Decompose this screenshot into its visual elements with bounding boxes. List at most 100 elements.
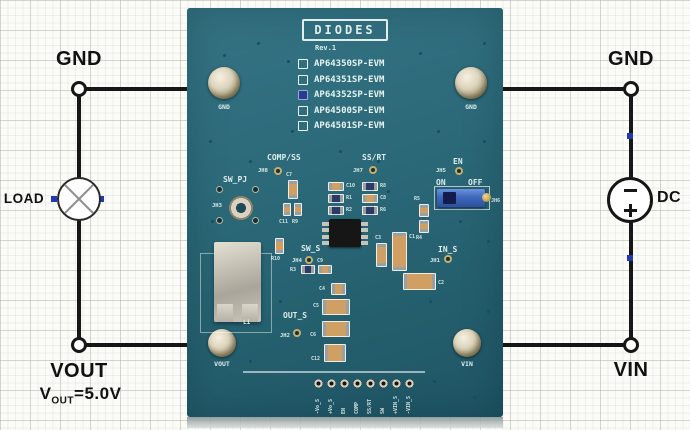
r8-resistor xyxy=(362,182,378,191)
sw-pj-label: SW_PJ xyxy=(223,175,248,184)
vout-value-rest: =5.0V xyxy=(74,384,122,403)
jh6-pin xyxy=(482,193,491,202)
node-vin xyxy=(623,337,639,353)
en-label: EN xyxy=(453,157,463,166)
via-dots xyxy=(187,8,190,11)
c9-label: C9 xyxy=(317,258,324,264)
sw-s-label: SW_S xyxy=(301,244,321,253)
c12-cap xyxy=(324,344,346,362)
r3-label: R3 xyxy=(290,267,297,273)
wire-dc-bottom xyxy=(629,222,633,339)
c1-label: C1 xyxy=(409,234,416,240)
c8-label: C8 xyxy=(380,195,387,201)
pcb-bottom-edge xyxy=(187,417,503,428)
comp-ss-label: COMP/SS xyxy=(267,153,301,162)
vout-value-sub: OUT xyxy=(51,395,75,407)
model-row: AP64351SP-EVM xyxy=(298,73,384,86)
jh5-label: JH5 xyxy=(436,168,446,174)
r9-resistor xyxy=(294,203,302,216)
jh4-hole xyxy=(305,256,313,264)
header-pin-label: EN xyxy=(341,407,347,414)
vout-value-v: V xyxy=(39,384,52,403)
chip-lead xyxy=(322,235,329,239)
wire-vout xyxy=(85,343,187,347)
dc-minus-icon xyxy=(624,189,637,192)
jh5-hole xyxy=(455,167,463,175)
node-gnd-right xyxy=(623,81,639,97)
ss-rt-label: SS/RT xyxy=(362,153,387,162)
chip-lead xyxy=(322,241,329,245)
r5-label: R5 xyxy=(414,196,421,202)
vin-label: VIN xyxy=(613,359,649,381)
l1-label: L1 xyxy=(243,319,251,326)
model-checkbox xyxy=(298,105,308,116)
header-pin xyxy=(366,379,375,388)
vout-post xyxy=(208,329,236,357)
c12-label: C12 xyxy=(311,356,321,362)
model-label: AP64501SP-EVM xyxy=(314,120,385,131)
header-pin-label: SS/RT xyxy=(367,398,373,414)
probe-hole xyxy=(252,217,259,224)
r9-label: R9 xyxy=(292,219,299,225)
gnd-post-left xyxy=(208,67,240,99)
c6-label: C6 xyxy=(310,332,317,338)
dc-plus-icon xyxy=(629,204,632,217)
chip-lead xyxy=(322,222,329,226)
c2-label: C2 xyxy=(438,280,445,286)
c8-cap xyxy=(362,194,378,203)
header-pin xyxy=(340,379,349,388)
chip-lead xyxy=(361,222,368,226)
enable-switch-knob xyxy=(443,192,456,204)
chip-lead xyxy=(322,228,329,232)
model-checkbox xyxy=(298,120,308,131)
dc-source-icon xyxy=(607,177,653,223)
wire-marker-bottom xyxy=(627,255,633,261)
model-checkbox xyxy=(298,58,308,69)
load-terminal-left xyxy=(51,196,57,202)
gnd-label-right: GND xyxy=(608,48,654,70)
off-label: OFF xyxy=(468,178,483,187)
jh2-hole xyxy=(293,329,301,337)
model-label: AP64352SP-EVM xyxy=(314,89,385,100)
c6-cap xyxy=(322,321,350,337)
gnd-post-right-label: GND xyxy=(465,103,477,111)
r8-label: R8 xyxy=(380,183,387,189)
vin-post-label: VIN xyxy=(461,360,473,368)
header-pin-label: -VIN_S xyxy=(406,395,412,414)
vout-label: VOUT xyxy=(50,360,108,382)
header-pin-label: COMP xyxy=(354,401,360,414)
header-pin-label: -Vo_S xyxy=(315,398,321,414)
gnd-post-right xyxy=(455,67,487,99)
chip-lead xyxy=(361,241,368,245)
c11-cap xyxy=(283,203,291,216)
r1-resistor xyxy=(328,194,344,203)
c5-label: C5 xyxy=(313,303,320,309)
header-pin xyxy=(353,379,362,388)
gnd-post-left-label: GND xyxy=(218,103,230,111)
model-label: AP64500SP-EVM xyxy=(314,105,385,116)
c4-label: C4 xyxy=(319,286,326,292)
r10-label: R10 xyxy=(271,256,281,262)
header-pin xyxy=(392,379,401,388)
inductor-foot xyxy=(242,304,258,322)
vout-post-label: VOUT xyxy=(214,360,230,368)
model-row: AP64352SP-EVM xyxy=(298,88,384,101)
c3-label: C3 xyxy=(375,235,382,241)
c1-cap xyxy=(392,232,407,271)
gnd-label-left: GND xyxy=(56,48,102,70)
wire-marker-top xyxy=(627,133,633,139)
r2-label: R2 xyxy=(346,207,353,213)
header-pin-label: +VIN_S xyxy=(393,395,399,414)
wire-load-top xyxy=(77,95,81,179)
jh6-label: JH6 xyxy=(491,198,501,204)
model-row: AP64501SP-EVM xyxy=(298,119,384,132)
r2-resistor xyxy=(328,206,344,215)
c9-cap xyxy=(318,265,332,274)
header-silk-line xyxy=(243,371,425,373)
c4-cap xyxy=(331,283,346,295)
r5-resistor xyxy=(419,204,429,217)
jh3-label: JH3 xyxy=(212,203,222,209)
header-pin xyxy=(314,379,323,388)
diodes-logo: DIODES xyxy=(302,19,388,41)
